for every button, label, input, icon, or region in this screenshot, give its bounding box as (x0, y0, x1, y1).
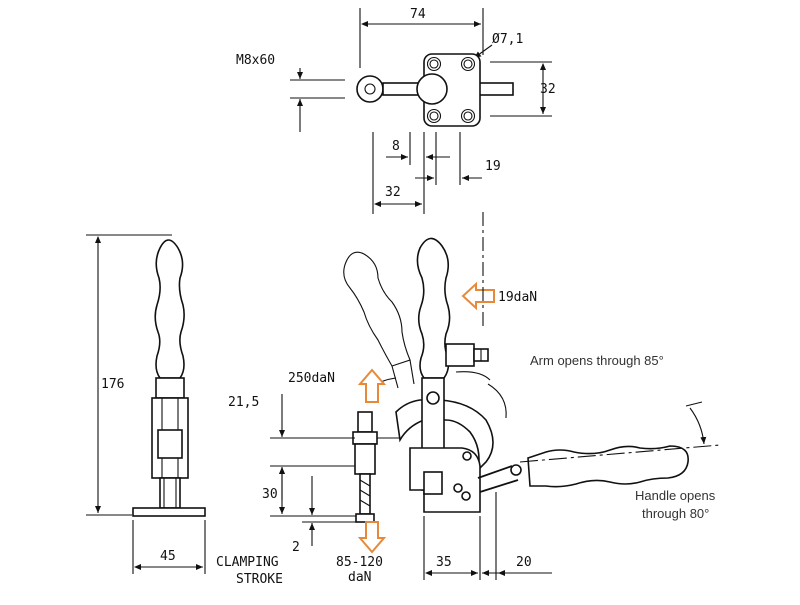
dim-19: 19 (485, 159, 501, 174)
front-view: 176 45 (86, 234, 206, 574)
dim-74: 74 (410, 7, 426, 22)
downward-force-label-2: daN (348, 570, 371, 585)
top-view: 74 Ø7,1 M8x60 32 8 (236, 7, 556, 214)
dim-8: 8 (392, 139, 400, 154)
dim-45: 45 (160, 549, 176, 564)
dim-bolt: M8x60 (236, 53, 275, 68)
handle-grip-side (416, 237, 451, 379)
dim-20: 20 (516, 555, 532, 570)
clamping-stroke-label-1: CLAMPING (216, 555, 279, 570)
clamping-stroke-label-2: STROKE (236, 572, 283, 587)
handle-grip-open (527, 445, 689, 488)
base-front (132, 507, 206, 517)
handle-force-arrow (461, 281, 495, 311)
dim-35: 35 (436, 555, 452, 570)
bolt-head (356, 75, 384, 103)
upward-force-label: 250daN (288, 371, 335, 386)
handle-opens-note-2: through 80° (642, 506, 709, 521)
downward-force-label-1: 85-120 (336, 555, 383, 570)
arm-opens-note: Arm opens through 85° (530, 353, 664, 368)
dim-32-height: 32 (540, 82, 556, 97)
dim-30: 30 (262, 487, 278, 502)
dim-176: 176 (101, 377, 124, 392)
downward-force-arrow (357, 521, 387, 554)
pivot-knob (416, 73, 448, 105)
dim-21-5: 21,5 (228, 395, 259, 410)
handle-opens-note-1: Handle opens (635, 488, 716, 503)
upward-force-arrow (357, 368, 387, 403)
handle-open-ghost (343, 251, 411, 367)
dim-2: 2 (292, 540, 300, 555)
handle-force-label: 19daN (498, 290, 537, 305)
side-view: 19daN 250daN 85-120 daN 21,5 30 2 CLAMPI… (216, 212, 721, 587)
dim-hole-diameter: Ø7,1 (492, 32, 523, 47)
handle-grip-front (154, 239, 185, 379)
dim-32-width: 32 (385, 185, 401, 200)
